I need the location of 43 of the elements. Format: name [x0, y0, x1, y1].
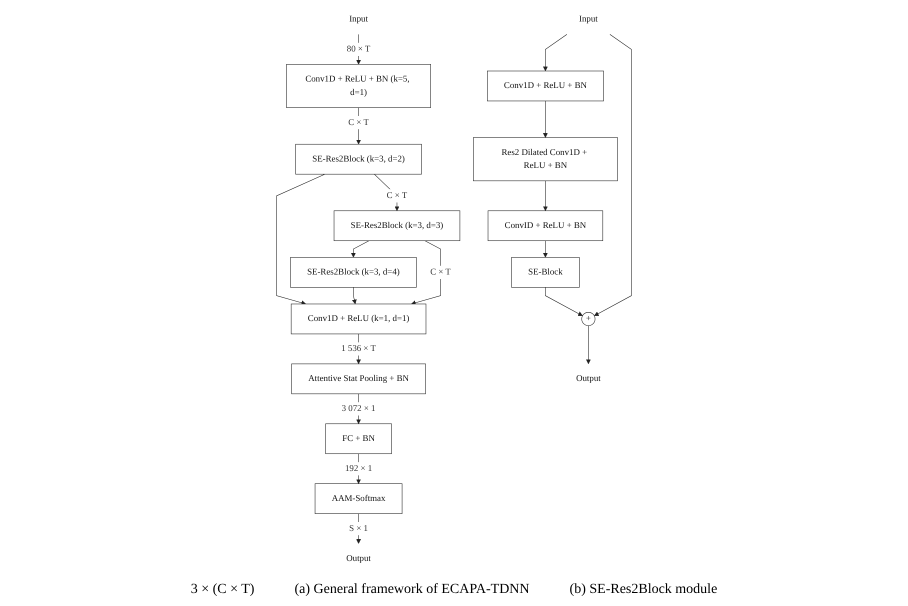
node-box: SE-Res2Block (k=3, d=3) — [334, 210, 460, 242]
node-text: Output — [346, 554, 371, 564]
node-text: Input — [349, 14, 368, 24]
edge-label: C × T — [430, 267, 451, 277]
arrow — [350, 240, 370, 258]
arrow — [374, 174, 400, 211]
node-box: SE-Res2Block (k=3, d=4) — [290, 257, 417, 288]
node-box: Res2 Dilated Conv1D + ReLU + BN — [473, 137, 618, 182]
arrow — [542, 180, 548, 211]
panel-caption: (b) SE-Res2Block module — [570, 582, 718, 598]
node-box: Conv1D + ReLU + BN — [487, 70, 604, 102]
edge-label: C × T — [386, 190, 408, 200]
node-box: Conv1D + ReLU (k=1, d=1) — [290, 304, 426, 334]
node-box: SE-Res2Block (k=3, d=2) — [295, 144, 422, 174]
edge-label: 80 × T — [346, 44, 370, 54]
arrow — [545, 287, 583, 316]
arrow — [542, 100, 548, 138]
edge-label: C × T — [348, 118, 369, 128]
edge-label: 3 072 × 1 — [342, 404, 376, 414]
node-box: Conv1D + ReLU + BN (k=5, d=1) — [286, 64, 431, 108]
node-box: SE-Block — [511, 257, 580, 288]
node-text: Input — [579, 14, 598, 24]
arrow — [542, 240, 548, 258]
node-box: FC + BN — [325, 424, 392, 454]
arrow — [586, 325, 591, 364]
node-box: Attentive Stat Pooling + BN — [291, 364, 426, 394]
edge-label: 1 536 × T — [341, 344, 376, 354]
arrow — [276, 174, 326, 306]
panel-caption: (a) General framework of ECAPA-TDNN — [294, 582, 530, 598]
node-circle: + — [581, 312, 596, 326]
node-box: ConvID + ReLU + BN — [488, 210, 604, 242]
arrow — [411, 240, 441, 306]
arrow — [356, 34, 361, 65]
node-box: AAM-Softmax — [314, 483, 402, 514]
arrow — [356, 107, 361, 144]
arrow — [356, 513, 361, 544]
arrow — [594, 34, 632, 316]
node-text: Output — [576, 374, 601, 384]
arrow — [542, 34, 568, 72]
edge-label: 192 × 1 — [344, 464, 372, 474]
dimension-note: 3 × (C × T) — [190, 582, 254, 598]
edge-label: S × 1 — [349, 524, 368, 534]
arrow — [352, 287, 357, 304]
